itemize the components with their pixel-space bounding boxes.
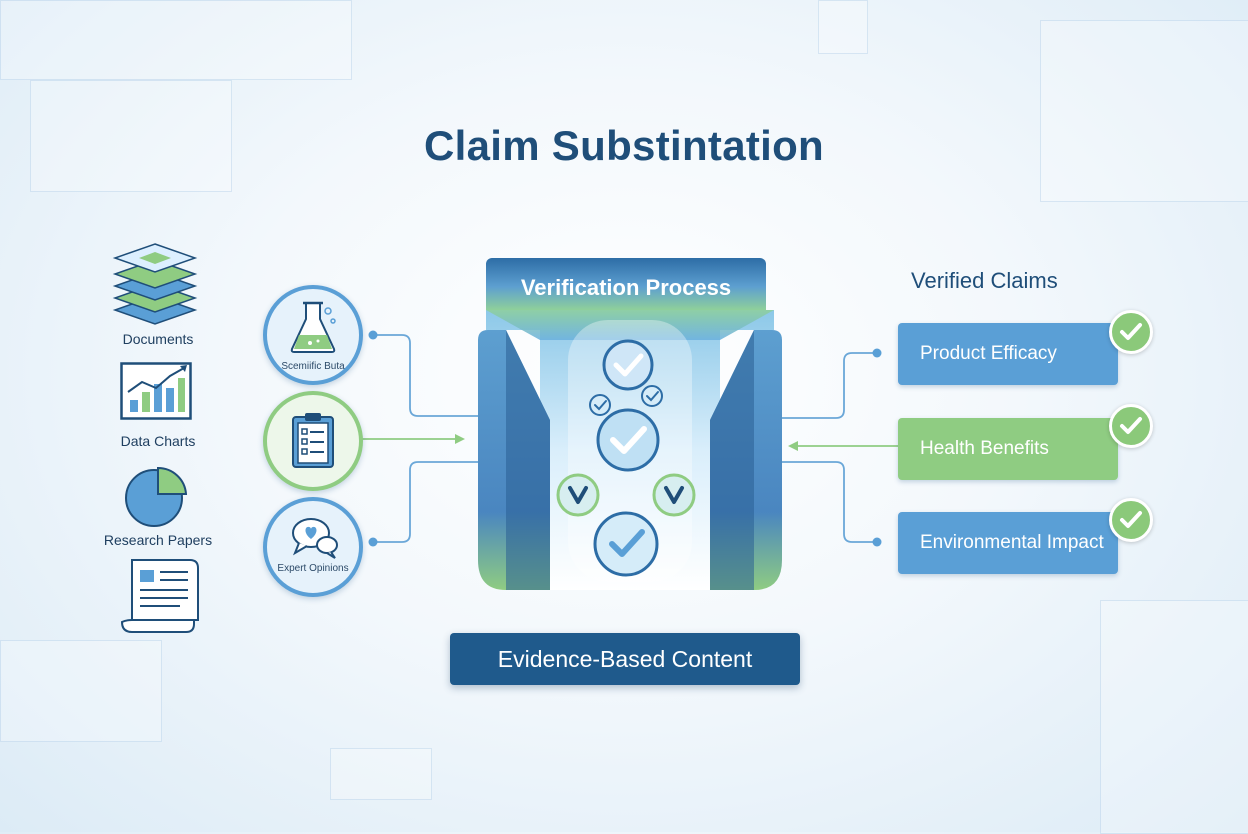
claim-product-efficacy: Product Efficacy bbox=[898, 323, 1118, 385]
check-icon bbox=[602, 339, 654, 391]
pie-chart-icon bbox=[125, 466, 188, 527]
check-icon bbox=[596, 408, 660, 472]
evidence-scientific-data: Scemiific Buta bbox=[263, 285, 363, 385]
claim-health-benefits: Health Benefits bbox=[898, 418, 1118, 480]
claim-environmental-impact: Environmental Impact bbox=[898, 512, 1118, 574]
background-square bbox=[0, 640, 162, 742]
verified-claims-heading: Verified Claims bbox=[911, 268, 1058, 293]
check-badge-icon bbox=[1109, 498, 1153, 542]
check-badge-icon bbox=[1109, 404, 1153, 448]
paper-scroll-icon bbox=[120, 559, 199, 633]
source-label-data-charts: Data Charts bbox=[120, 433, 196, 449]
check-icon bbox=[652, 473, 696, 517]
claim-label: Product Efficacy bbox=[920, 343, 1057, 364]
background-square bbox=[1100, 600, 1248, 834]
check-icon bbox=[593, 511, 659, 577]
evidence-based-content-bar: Evidence-Based Content bbox=[450, 633, 800, 685]
check-icon bbox=[589, 394, 611, 416]
source-label-documents: Documents bbox=[122, 331, 194, 347]
verification-funnel bbox=[478, 310, 782, 590]
check-icon bbox=[641, 385, 663, 407]
background-square bbox=[30, 80, 232, 192]
evidence-label-scientific-data: Scemiific Buta bbox=[281, 361, 345, 372]
clipboard-icon bbox=[292, 413, 334, 468]
speech-bubbles-icon bbox=[292, 518, 338, 559]
evidence-expert-opinions: Expert Opinions bbox=[263, 497, 363, 597]
claim-label: Environmental Impact bbox=[920, 532, 1104, 553]
source-label-research-papers: Research Papers bbox=[103, 532, 213, 548]
bar-chart-icon bbox=[120, 362, 192, 420]
funnel-check-icons bbox=[556, 339, 696, 577]
check-icon bbox=[556, 473, 600, 517]
check-badge-icon bbox=[1109, 310, 1153, 354]
background-square bbox=[1040, 20, 1248, 202]
background-square bbox=[0, 0, 352, 80]
verification-process-header: Verification Process bbox=[486, 258, 766, 310]
stacked-documents-icon bbox=[112, 243, 198, 325]
diagram-title: Claim Substintation bbox=[423, 122, 825, 169]
background-square bbox=[330, 748, 432, 800]
evidence-clipboard bbox=[263, 391, 363, 491]
claim-label: Health Benefits bbox=[920, 438, 1049, 459]
background-square bbox=[818, 0, 868, 54]
flask-icon bbox=[290, 301, 336, 353]
evidence-label-expert-opinions: Expert Opinions bbox=[277, 563, 349, 574]
